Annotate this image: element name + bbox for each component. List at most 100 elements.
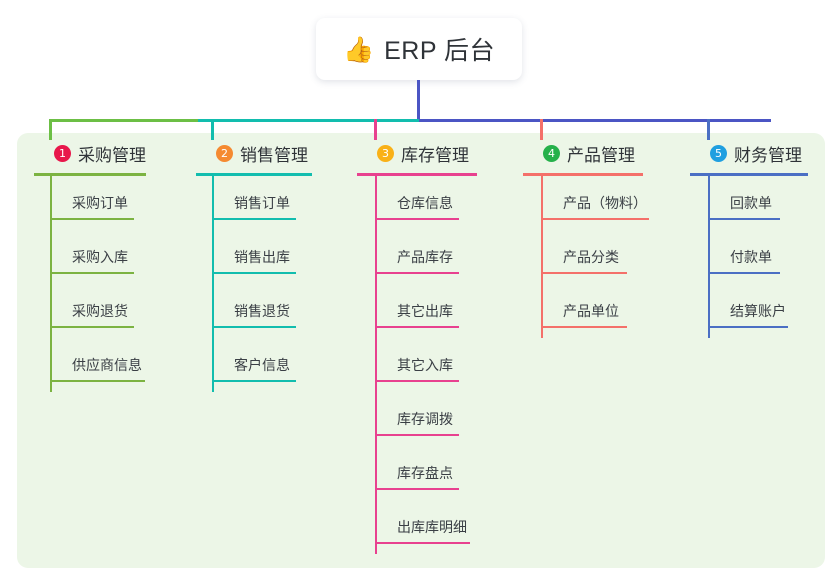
column-header-underline-2 (196, 173, 312, 176)
column-spine-5 (708, 176, 710, 338)
leaf-item-label: 产品分类 (563, 249, 619, 265)
leaf-item-label: 销售出库 (234, 249, 290, 265)
leaf-item-underline (52, 326, 134, 328)
leaf-item[interactable]: 采购订单 (52, 176, 138, 230)
leaf-item[interactable]: 产品单位 (543, 284, 631, 338)
leaf-item-underline (543, 218, 649, 220)
column-connector-drop-3 (374, 119, 377, 140)
column-connector-drop-2 (211, 119, 214, 140)
number-badge-2: 2 (216, 144, 233, 162)
column-connector-drop-1 (49, 119, 52, 140)
leaf-item-label: 销售退货 (234, 303, 290, 319)
column-connector-drop-4 (540, 119, 543, 140)
leaf-item-underline (377, 542, 470, 544)
column-spine-2 (212, 176, 214, 392)
number-badge-1: 1 (54, 144, 71, 162)
column-spine-4 (541, 176, 543, 338)
column-header-underline-3 (357, 173, 477, 176)
column-header-underline-4 (523, 173, 643, 176)
leaf-item-label: 付款单 (730, 249, 772, 265)
leaf-item[interactable]: 产品库存 (377, 230, 463, 284)
root-node-title: ERP 后台 (384, 37, 496, 65)
column-header-5[interactable]: 5 财务管理 (688, 140, 802, 166)
column-header-2[interactable]: 2 销售管理 (194, 140, 308, 166)
leaf-item-label: 客户信息 (234, 357, 290, 373)
leaf-item[interactable]: 出库库明细 (377, 500, 474, 554)
leaf-item[interactable]: 采购退货 (52, 284, 138, 338)
root-node[interactable]: 👍 ERP 后台 (316, 18, 522, 80)
leaf-item[interactable]: 供应商信息 (52, 338, 149, 392)
leaf-item-label: 产品（物料） (563, 195, 647, 211)
leaf-item-underline (377, 488, 459, 490)
bus-segment-blue (419, 119, 771, 122)
column-title-1: 采购管理 (78, 145, 146, 165)
leaf-item-underline (214, 380, 296, 382)
leaf-item[interactable]: 回款单 (710, 176, 784, 230)
column-header-underline-1 (34, 173, 146, 176)
leaf-item-label: 供应商信息 (72, 357, 142, 373)
leaf-item-label: 出库库明细 (397, 519, 467, 535)
column-1: 1 采购管理采购订单采购入库采购退货供应商信息 (32, 140, 146, 392)
leaf-item-underline (52, 380, 145, 382)
column-spine-3 (375, 176, 377, 554)
column-connector-drop-5 (707, 119, 710, 140)
leaf-item[interactable]: 销售出库 (214, 230, 300, 284)
leaf-item-underline (377, 218, 459, 220)
leaf-item-underline (214, 272, 296, 274)
leaf-item[interactable]: 库存盘点 (377, 446, 463, 500)
leaf-item[interactable]: 其它入库 (377, 338, 463, 392)
column-header-1[interactable]: 1 采购管理 (32, 140, 146, 166)
leaf-item[interactable]: 产品分类 (543, 230, 631, 284)
leaf-item-underline (377, 272, 459, 274)
leaf-item-label: 其它出库 (397, 303, 453, 319)
column-title-5: 财务管理 (734, 145, 802, 165)
leaf-item[interactable]: 采购入库 (52, 230, 138, 284)
leaf-item-underline (214, 326, 296, 328)
column-5: 5 财务管理回款单付款单结算账户 (688, 140, 808, 338)
leaf-item-label: 结算账户 (730, 303, 786, 319)
leaf-item-underline (377, 434, 459, 436)
column-title-4: 产品管理 (567, 145, 635, 165)
leaf-item-label: 销售订单 (234, 195, 290, 211)
leaf-item-underline (377, 326, 459, 328)
column-title-2: 销售管理 (240, 145, 308, 165)
leaf-item-underline (543, 326, 627, 328)
leaf-item-label: 库存盘点 (397, 465, 453, 481)
leaf-item[interactable]: 仓库信息 (377, 176, 463, 230)
leaf-item-label: 回款单 (730, 195, 772, 211)
leaf-item[interactable]: 产品（物料） (543, 176, 653, 230)
number-badge-4: 4 (543, 144, 560, 162)
leaf-item[interactable]: 销售订单 (214, 176, 300, 230)
leaf-item-label: 采购退货 (72, 303, 128, 319)
leaf-item-label: 产品库存 (397, 249, 453, 265)
bus-segment-teal (198, 119, 419, 122)
column-title-3: 库存管理 (401, 145, 469, 165)
leaf-item[interactable]: 销售退货 (214, 284, 300, 338)
leaf-item[interactable]: 库存调拨 (377, 392, 463, 446)
leaf-item-underline (710, 272, 780, 274)
diagram-panel (17, 133, 825, 568)
leaf-item-label: 产品单位 (563, 303, 619, 319)
thumbs-up-icon: 👍 (342, 34, 375, 64)
column-header-3[interactable]: 3 库存管理 (355, 140, 469, 166)
number-badge-5: 5 (710, 144, 727, 162)
leaf-item-underline (52, 218, 134, 220)
leaf-item-underline (710, 326, 788, 328)
leaf-item[interactable]: 结算账户 (710, 284, 792, 338)
leaf-item-underline (377, 380, 459, 382)
column-3: 3 库存管理仓库信息产品库存其它出库其它入库库存调拨库存盘点出库库明细 (355, 140, 477, 554)
column-header-4[interactable]: 4 产品管理 (521, 140, 635, 166)
root-connector-drop (417, 80, 420, 122)
leaf-item[interactable]: 客户信息 (214, 338, 300, 392)
column-2: 2 销售管理销售订单销售出库销售退货客户信息 (194, 140, 312, 392)
leaf-item-label: 仓库信息 (397, 195, 453, 211)
leaf-item-label: 采购订单 (72, 195, 128, 211)
leaf-item-label: 库存调拨 (397, 411, 453, 427)
leaf-item[interactable]: 付款单 (710, 230, 784, 284)
leaf-item-label: 采购入库 (72, 249, 128, 265)
leaf-item-underline (52, 272, 134, 274)
column-header-underline-5 (690, 173, 808, 176)
number-badge-3: 3 (377, 144, 394, 162)
leaf-item[interactable]: 其它出库 (377, 284, 463, 338)
leaf-item-underline (710, 218, 780, 220)
